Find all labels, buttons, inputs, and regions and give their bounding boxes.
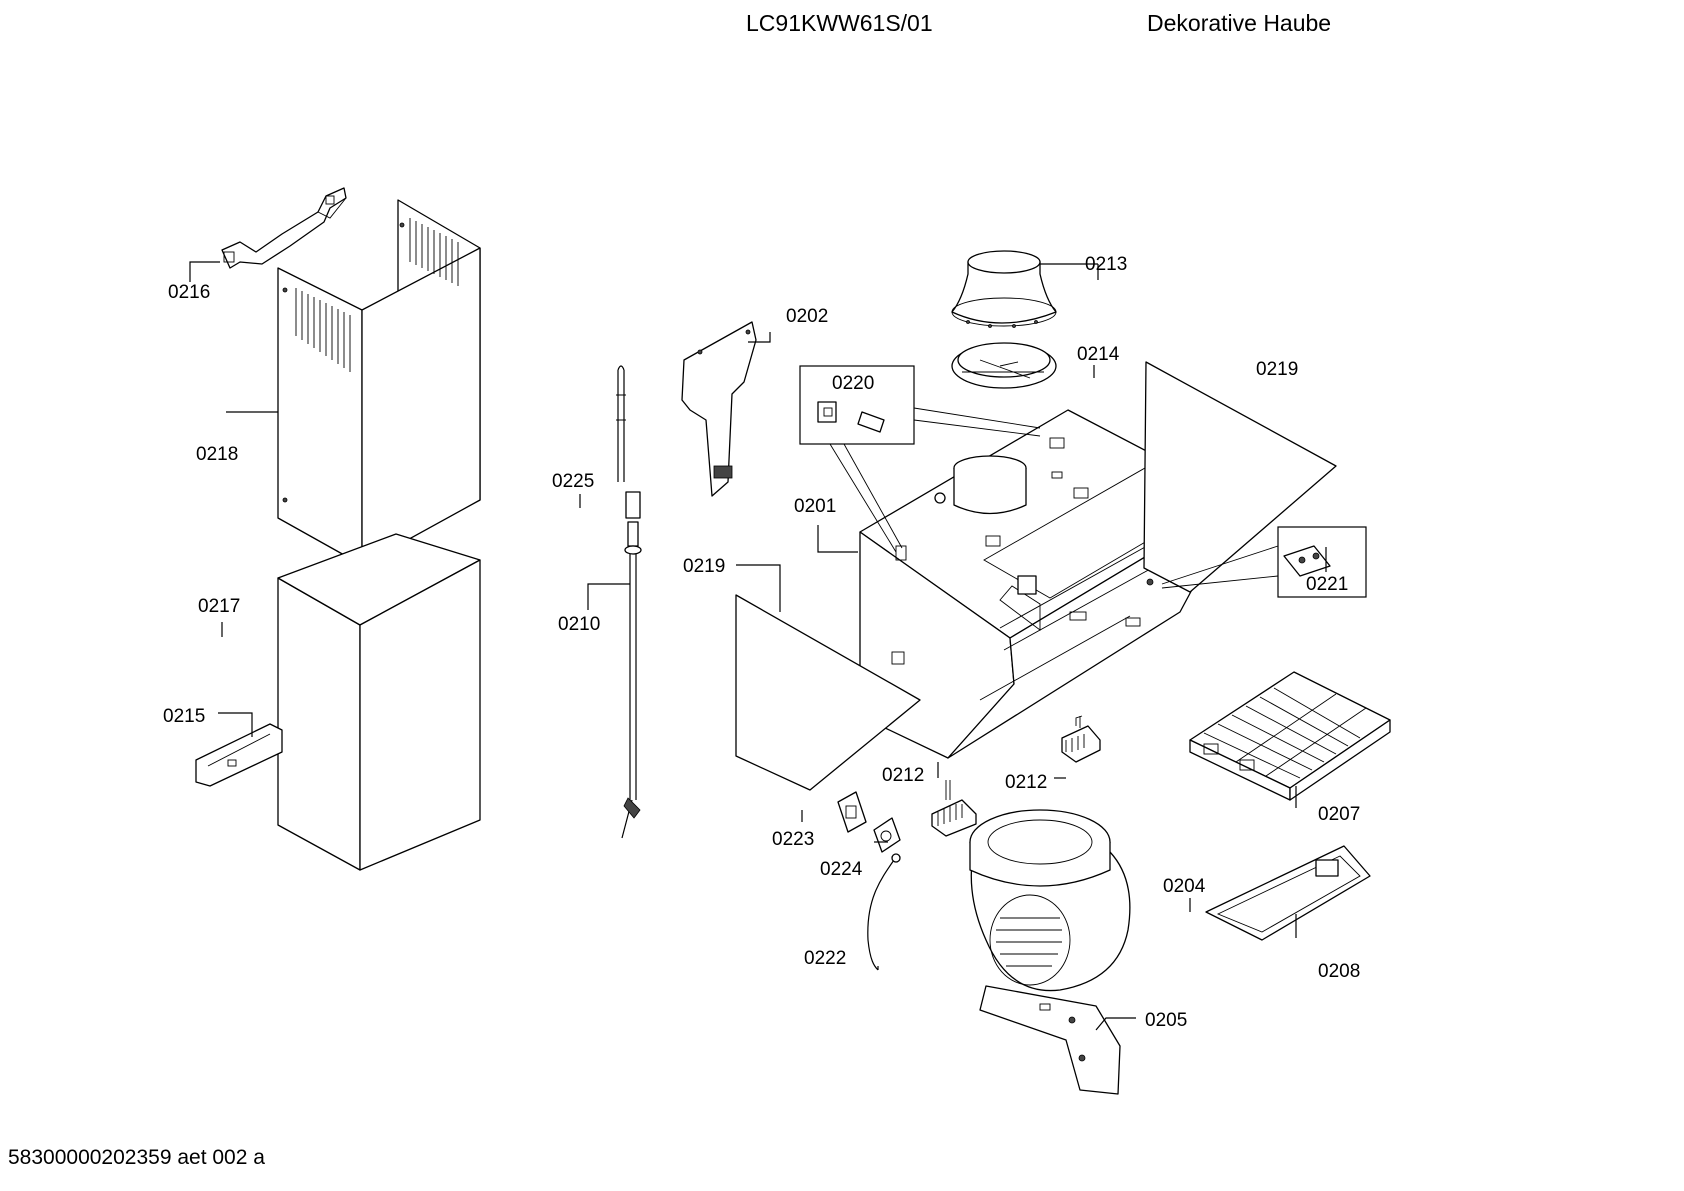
cable-part — [867, 853, 901, 971]
label-0201: 0201 — [794, 496, 836, 517]
back-flow-damper-part — [951, 342, 1057, 389]
label-0204: 0204 — [1163, 876, 1206, 897]
label-0222: 0222 — [804, 948, 846, 969]
label-0218: 0218 — [196, 444, 238, 465]
carbon-filter-part — [1205, 845, 1371, 941]
model-number: LC91KWW61S/01 — [746, 10, 933, 36]
side-panel-right-part — [1143, 361, 1337, 593]
label-0220: 0220 — [832, 373, 874, 394]
label-0213: 0213 — [1085, 254, 1127, 275]
label-0202: 0202 — [786, 306, 828, 327]
fan-motor-part — [969, 809, 1131, 1095]
wall-bracket-part — [195, 723, 283, 787]
exhaust-collar-part — [951, 250, 1057, 328]
switch-block-right-part — [1061, 715, 1101, 763]
label-0215: 0215 — [163, 706, 205, 727]
label-0216: 0216 — [168, 282, 210, 303]
grease-filter-part — [1189, 671, 1391, 801]
label-0217: 0217 — [198, 596, 240, 617]
label-0212-right: 0212 — [1005, 772, 1047, 793]
document-id: 58300000202359 aet 002 a — [8, 1146, 265, 1169]
detail-box-clips — [799, 365, 1041, 553]
product-description: Dekorative Haube — [1147, 10, 1332, 36]
label-0207: 0207 — [1318, 804, 1360, 825]
chimney-lower-part — [277, 533, 481, 871]
label-0219-right: 0219 — [1256, 359, 1298, 380]
hood-bracket-plate-part — [681, 321, 757, 497]
chimney-upper-part — [277, 199, 481, 566]
lamp-holder-part — [873, 817, 901, 853]
power-cable-part — [616, 365, 642, 839]
label-0223: 0223 — [772, 829, 814, 850]
label-0224: 0224 — [820, 859, 863, 880]
label-0214: 0214 — [1077, 344, 1120, 365]
switch-block-left-part — [931, 780, 977, 837]
detail-box-hinge — [1161, 526, 1367, 598]
side-panel-left-part — [735, 594, 921, 791]
clip-part — [837, 791, 867, 833]
label-0225: 0225 — [552, 471, 594, 492]
label-0212-left: 0212 — [882, 765, 924, 786]
label-0208: 0208 — [1318, 961, 1360, 982]
leader-lines — [189, 261, 1327, 1031]
label-0219-left: 0219 — [683, 556, 725, 577]
label-0205: 0205 — [1145, 1010, 1187, 1031]
label-0221: 0221 — [1306, 574, 1348, 595]
label-0210: 0210 — [558, 614, 600, 635]
chimney-bracket-part — [221, 187, 347, 269]
